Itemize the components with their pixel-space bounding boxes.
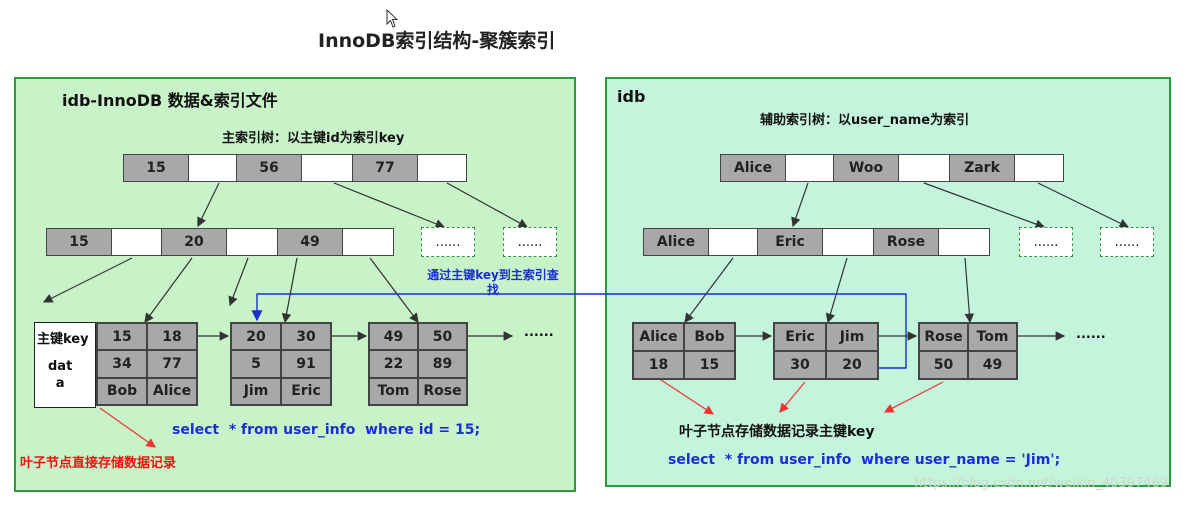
leaf-legend-box (34, 322, 96, 408)
placeholder-node: ...... (421, 227, 475, 257)
secondary-index-panel (605, 77, 1171, 487)
pointer-cell (938, 228, 990, 256)
leaf-cell: Bob (97, 377, 147, 405)
leaf-cell: 49 (968, 351, 1017, 379)
placeholder-node: ...... (503, 227, 557, 257)
leaf-node: 49 50 22 89 Tom Rose (368, 322, 468, 406)
pointer-cell (226, 228, 278, 256)
leaf-trail-dots: ...... (1076, 327, 1106, 342)
key-cell: 15 (123, 154, 189, 182)
leaf-cell: 91 (281, 350, 331, 378)
leaf-node: Rose Tom 50 49 (918, 322, 1018, 380)
leaf-cell: 15 (97, 323, 147, 351)
primary-index-panel (14, 77, 576, 492)
key-cell: 20 (161, 228, 227, 256)
leaf-cell: 50 (418, 323, 467, 351)
leaf-cell: Bob (684, 323, 735, 351)
left-panel-title: idb-InnoDB 数据&索引文件 (62, 91, 278, 110)
leaf-cell: Rose (919, 323, 968, 351)
primary-key-label: 主键key (37, 332, 89, 347)
pointer-cell (342, 228, 394, 256)
primary-sql-query: select * from user_info where id = 15; (172, 422, 481, 438)
pointer-cell (898, 154, 950, 182)
leaf-cell: 20 (231, 323, 281, 351)
leaf-cell: 15 (684, 351, 735, 379)
placeholder-node: ...... (1100, 227, 1154, 257)
leaf-node: 20 30 5 91 Jim Eric (230, 322, 332, 406)
leaf-cell: 22 (369, 350, 418, 378)
diagram-title: InnoDB索引结构-聚簇索引 (318, 30, 556, 52)
pointer-cell (417, 154, 467, 182)
leaf-cell: 30 (774, 351, 826, 379)
placeholder-node: ...... (1019, 227, 1073, 257)
leaf-cell: Rose (418, 377, 467, 405)
key-cell: Woo (833, 154, 899, 182)
key-cell: 49 (277, 228, 343, 256)
primary-level2-node: 15 20 49 (46, 228, 394, 256)
secondary-level2-node: Alice Eric Rose (643, 228, 990, 256)
pointer-cell (822, 228, 874, 256)
leaf-cell: 50 (919, 351, 968, 379)
primary-root-node: 15 56 77 (123, 154, 467, 182)
leaf-cell: 30 (281, 323, 331, 351)
secondary-root-node: Alice Woo Zark (720, 154, 1064, 182)
key-cell: 56 (236, 154, 302, 182)
pointer-cell (1014, 154, 1064, 182)
leaf-cell: 34 (97, 350, 147, 378)
data-label: dat a (48, 359, 73, 391)
pointer-cell (785, 154, 834, 182)
leaf-cell: Tom (968, 323, 1017, 351)
leaf-cell: 89 (418, 350, 467, 378)
mouse-cursor-icon (386, 9, 399, 28)
leaf-cell: Eric (774, 323, 826, 351)
lookup-note: 通过主键key到主索引查 找 (427, 268, 559, 297)
pointer-cell (301, 154, 353, 182)
leaf-cell: Alice (633, 323, 684, 351)
leaf-cell: Jim (231, 377, 281, 405)
primary-tree-title: 主索引树：以主键id为索引key (222, 131, 405, 146)
key-cell: Eric (757, 228, 823, 256)
right-panel-title: idb (617, 87, 646, 106)
leaf-data-note: 叶子节点直接存储数据记录 (20, 456, 177, 471)
key-cell: Alice (643, 228, 709, 256)
leaf-cell: 49 (369, 323, 418, 351)
leaf-node: 15 18 34 77 Bob Alice (96, 322, 198, 406)
watermark: https://blog.csdn.net/weixin_40397469 (914, 476, 1168, 491)
secondary-sql-query: select * from user_info where user_name … (668, 452, 1061, 468)
leaf-cell: Jim (826, 323, 878, 351)
key-cell: Zark (949, 154, 1015, 182)
leaf-cell: 5 (231, 350, 281, 378)
leaf-node: Alice Bob 18 15 (632, 322, 736, 380)
leaf-cell: Tom (369, 377, 418, 405)
leaf-key-note: 叶子节点存储数据记录主键key (679, 424, 875, 440)
leaf-trail-dots: ...... (524, 325, 554, 340)
key-cell: Alice (720, 154, 786, 182)
leaf-cell: 18 (633, 351, 684, 379)
pointer-cell (111, 228, 162, 256)
pointer-cell (708, 228, 758, 256)
leaf-cell: 20 (826, 351, 878, 379)
leaf-cell: Alice (147, 377, 197, 405)
key-cell: Rose (873, 228, 939, 256)
leaf-node: Eric Jim 30 20 (773, 322, 879, 380)
key-cell: 15 (46, 228, 112, 256)
leaf-cell: 77 (147, 350, 197, 378)
leaf-cell: 18 (147, 323, 197, 351)
pointer-cell (188, 154, 237, 182)
leaf-cell: Eric (281, 377, 331, 405)
key-cell: 77 (352, 154, 418, 182)
secondary-tree-title: 辅助索引树：以user_name为索引 (760, 113, 970, 128)
